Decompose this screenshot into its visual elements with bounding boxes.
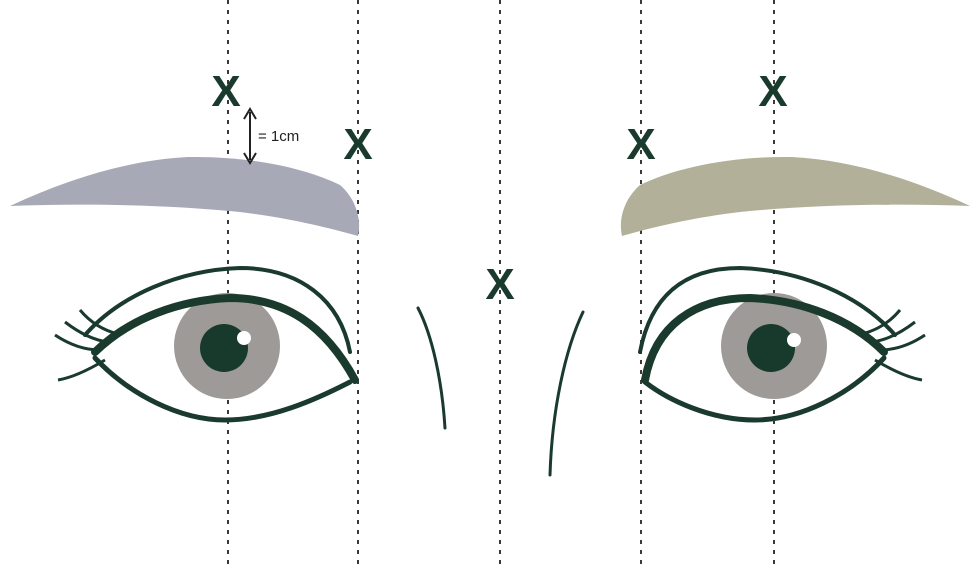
injection-marker-center: X xyxy=(485,263,514,307)
measure-label: = 1cm xyxy=(258,128,299,145)
injection-marker-right-upper: X xyxy=(758,70,787,114)
right-pupil xyxy=(747,324,795,372)
measure-arrow xyxy=(244,109,256,163)
injection-marker-right-brow: X xyxy=(626,123,655,167)
left-eye xyxy=(55,268,355,420)
injection-marker-left-brow: X xyxy=(343,123,372,167)
left-pupil xyxy=(200,324,248,372)
nose-contour-right xyxy=(550,312,583,475)
right-highlight xyxy=(787,333,801,347)
injection-marker-left-upper: X xyxy=(211,70,240,114)
left-lash-4 xyxy=(58,360,105,380)
right-eye xyxy=(640,268,925,420)
left-eyebrow xyxy=(10,157,359,236)
nose-contour-left xyxy=(418,308,445,428)
right-lash-4 xyxy=(875,360,922,380)
right-eyebrow xyxy=(621,157,970,236)
left-highlight xyxy=(237,331,251,345)
